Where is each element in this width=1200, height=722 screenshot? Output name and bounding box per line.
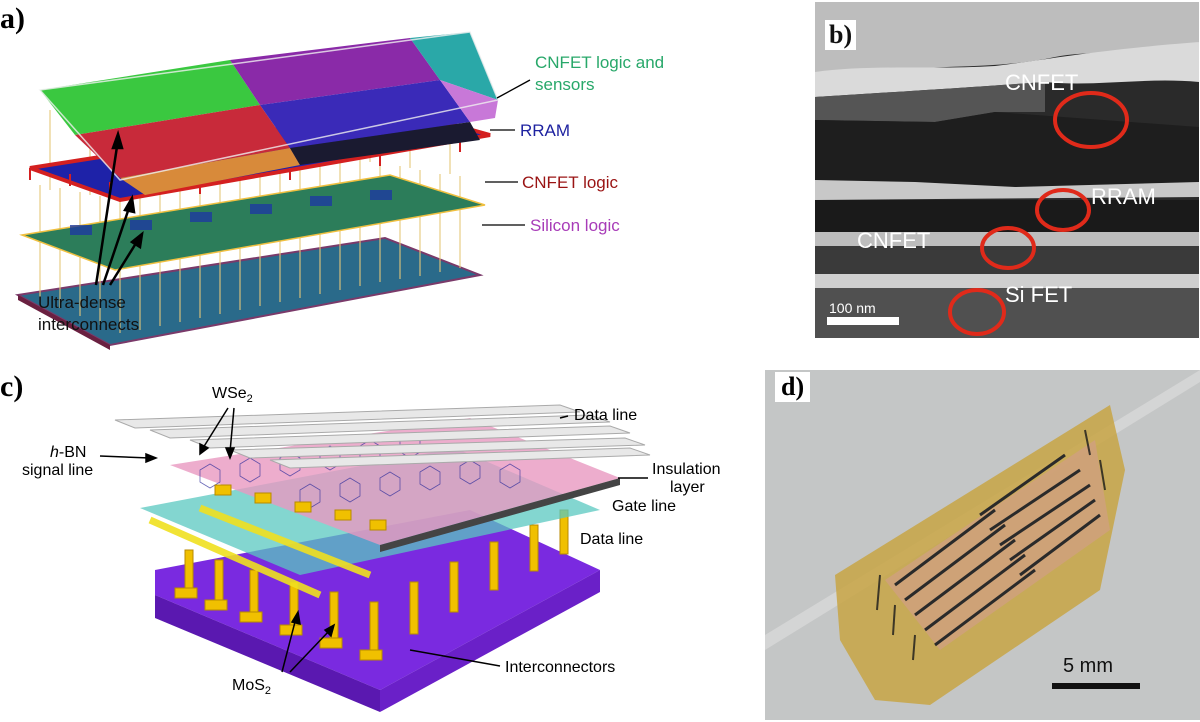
monolithic-3d-stack-illustration xyxy=(14,31,531,350)
label-mos2-text: MoS xyxy=(232,677,265,694)
label-rram: RRAM xyxy=(520,121,571,140)
label-cnfet-logic-sensors-2: sensors xyxy=(535,75,595,94)
label-data-line-mid: Data line xyxy=(580,531,644,548)
tem-label-cnfet-mid: CNFET xyxy=(857,228,931,253)
panel-a: a) xyxy=(0,0,760,360)
label-insulation-2: layer xyxy=(670,479,705,496)
label-hbn-italic: h xyxy=(50,444,59,461)
label-data-line-top: Data line xyxy=(574,407,638,424)
tem-cross-section-image xyxy=(815,2,1199,338)
flexible-device-photo xyxy=(765,370,1200,720)
label-gate-line: Gate line xyxy=(612,498,677,515)
label-interconnects-1: Ultra-dense xyxy=(38,293,126,312)
panel-b: b) CNFET RRAM CNFET Si FET 100 nm xyxy=(815,2,1199,338)
panel-a-label: a) xyxy=(0,2,25,35)
label-mos2-subscript: 2 xyxy=(264,685,272,698)
label-wse2: WSe2 xyxy=(212,384,253,409)
label-hbn: h-BN xyxy=(50,443,86,462)
label-interconnectors: Interconnectors xyxy=(505,659,616,676)
label-interconnects-2: interconnects xyxy=(38,315,140,334)
label-signal-line: signal line xyxy=(22,462,94,479)
panel-c: c) xyxy=(0,360,760,722)
label-wse2-text: WSe xyxy=(212,385,247,402)
label-cnfet-logic: CNFET logic xyxy=(522,173,619,192)
panel-d-label: d) xyxy=(775,372,811,402)
label-insulation-1: Insulation xyxy=(652,461,721,478)
tem-label-si-fet: Si FET xyxy=(1005,282,1073,307)
panel-d: d) 5 mm xyxy=(765,370,1200,720)
photo-scale-bar-label: 5 mm xyxy=(1063,655,1113,677)
label-silicon-logic: Silicon logic xyxy=(530,216,620,235)
tem-scale-bar-label: 100 nm xyxy=(829,300,876,316)
label-mos2: MoS2 xyxy=(232,676,271,701)
panel-c-label: c) xyxy=(0,370,24,403)
2d-material-3d-integration-illustration xyxy=(99,404,651,712)
tem-label-cnfet-top: CNFET xyxy=(1005,70,1079,95)
label-cnfet-logic-sensors-1: CNFET logic and xyxy=(535,53,665,72)
label-hbn-rest: -BN xyxy=(58,444,87,461)
tem-label-rram: RRAM xyxy=(1091,184,1156,209)
label-wse2-subscript: 2 xyxy=(246,393,253,406)
panel-b-label: b) xyxy=(825,20,857,50)
